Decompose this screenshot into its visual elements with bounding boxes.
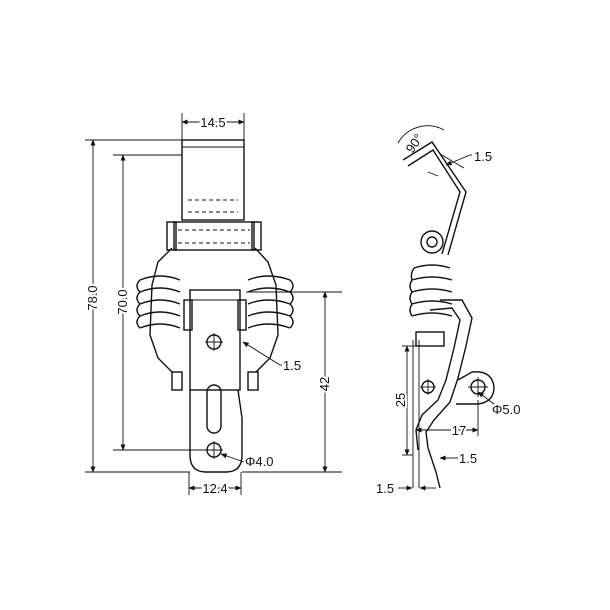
dim-side-height-label: 25: [393, 393, 408, 407]
dim-thickness-mid: 1.5: [439, 451, 477, 466]
hinge-bar: [166, 221, 262, 251]
dim-thickness-bottom-label: 1.5: [376, 481, 394, 496]
side-view: 90° 1.5 25 Φ5.0 17: [376, 125, 520, 496]
dim-lower-height-label: 42: [317, 377, 332, 391]
dim-top-width: 14.5: [181, 113, 245, 140]
dim-offset-label: 17: [452, 423, 466, 438]
keeper-plate: [181, 139, 245, 221]
dim-thickness-top-label: 1.5: [474, 149, 492, 164]
dim-side-height: 25: [391, 345, 416, 456]
dim-body-height: 70.0: [113, 154, 205, 451]
dim-overall-height-label: 78.0: [85, 285, 100, 310]
dim-bottom-width: 12.4: [188, 472, 242, 498]
latch-body: [183, 289, 247, 391]
side-lever: [412, 299, 473, 489]
dim-thickness-top: 1.5: [427, 149, 492, 177]
side-hinge-eye: [420, 230, 444, 254]
dim-side-hole-label: Φ5.0: [492, 402, 520, 417]
dim-lower-height: 42: [242, 291, 342, 473]
dim-overall-height: 78.0: [83, 139, 190, 473]
side-keeper: [402, 141, 467, 256]
dim-thickness-bottom: 1.5: [376, 481, 436, 496]
hook-lever: [171, 371, 259, 473]
dim-top-width-label: 14.5: [200, 115, 225, 130]
dim-thickness-label: 1.5: [283, 358, 301, 373]
left-spring: [136, 275, 181, 329]
dim-bottom-width-label: 12.4: [202, 481, 227, 496]
dim-hole-diameter-label: Φ4.0: [245, 454, 273, 469]
dim-angle-label: 90°: [403, 131, 427, 156]
dim-offset: 17: [415, 400, 479, 440]
side-spring: [409, 264, 453, 317]
dim-hole-diameter: Φ4.0: [220, 453, 273, 469]
dim-thickness: 1.5: [242, 341, 301, 373]
dim-thickness-mid-label: 1.5: [459, 451, 477, 466]
dim-angle: 90°: [397, 125, 445, 156]
dim-body-height-label: 70.0: [115, 289, 130, 314]
right-wire-loop: [254, 247, 279, 373]
left-wire-loop: [149, 247, 173, 373]
front-view: 14.5 78.0 70.0 1.5 42: [83, 113, 342, 498]
right-spring: [247, 275, 294, 329]
dim-side-hole: Φ5.0: [477, 391, 520, 417]
